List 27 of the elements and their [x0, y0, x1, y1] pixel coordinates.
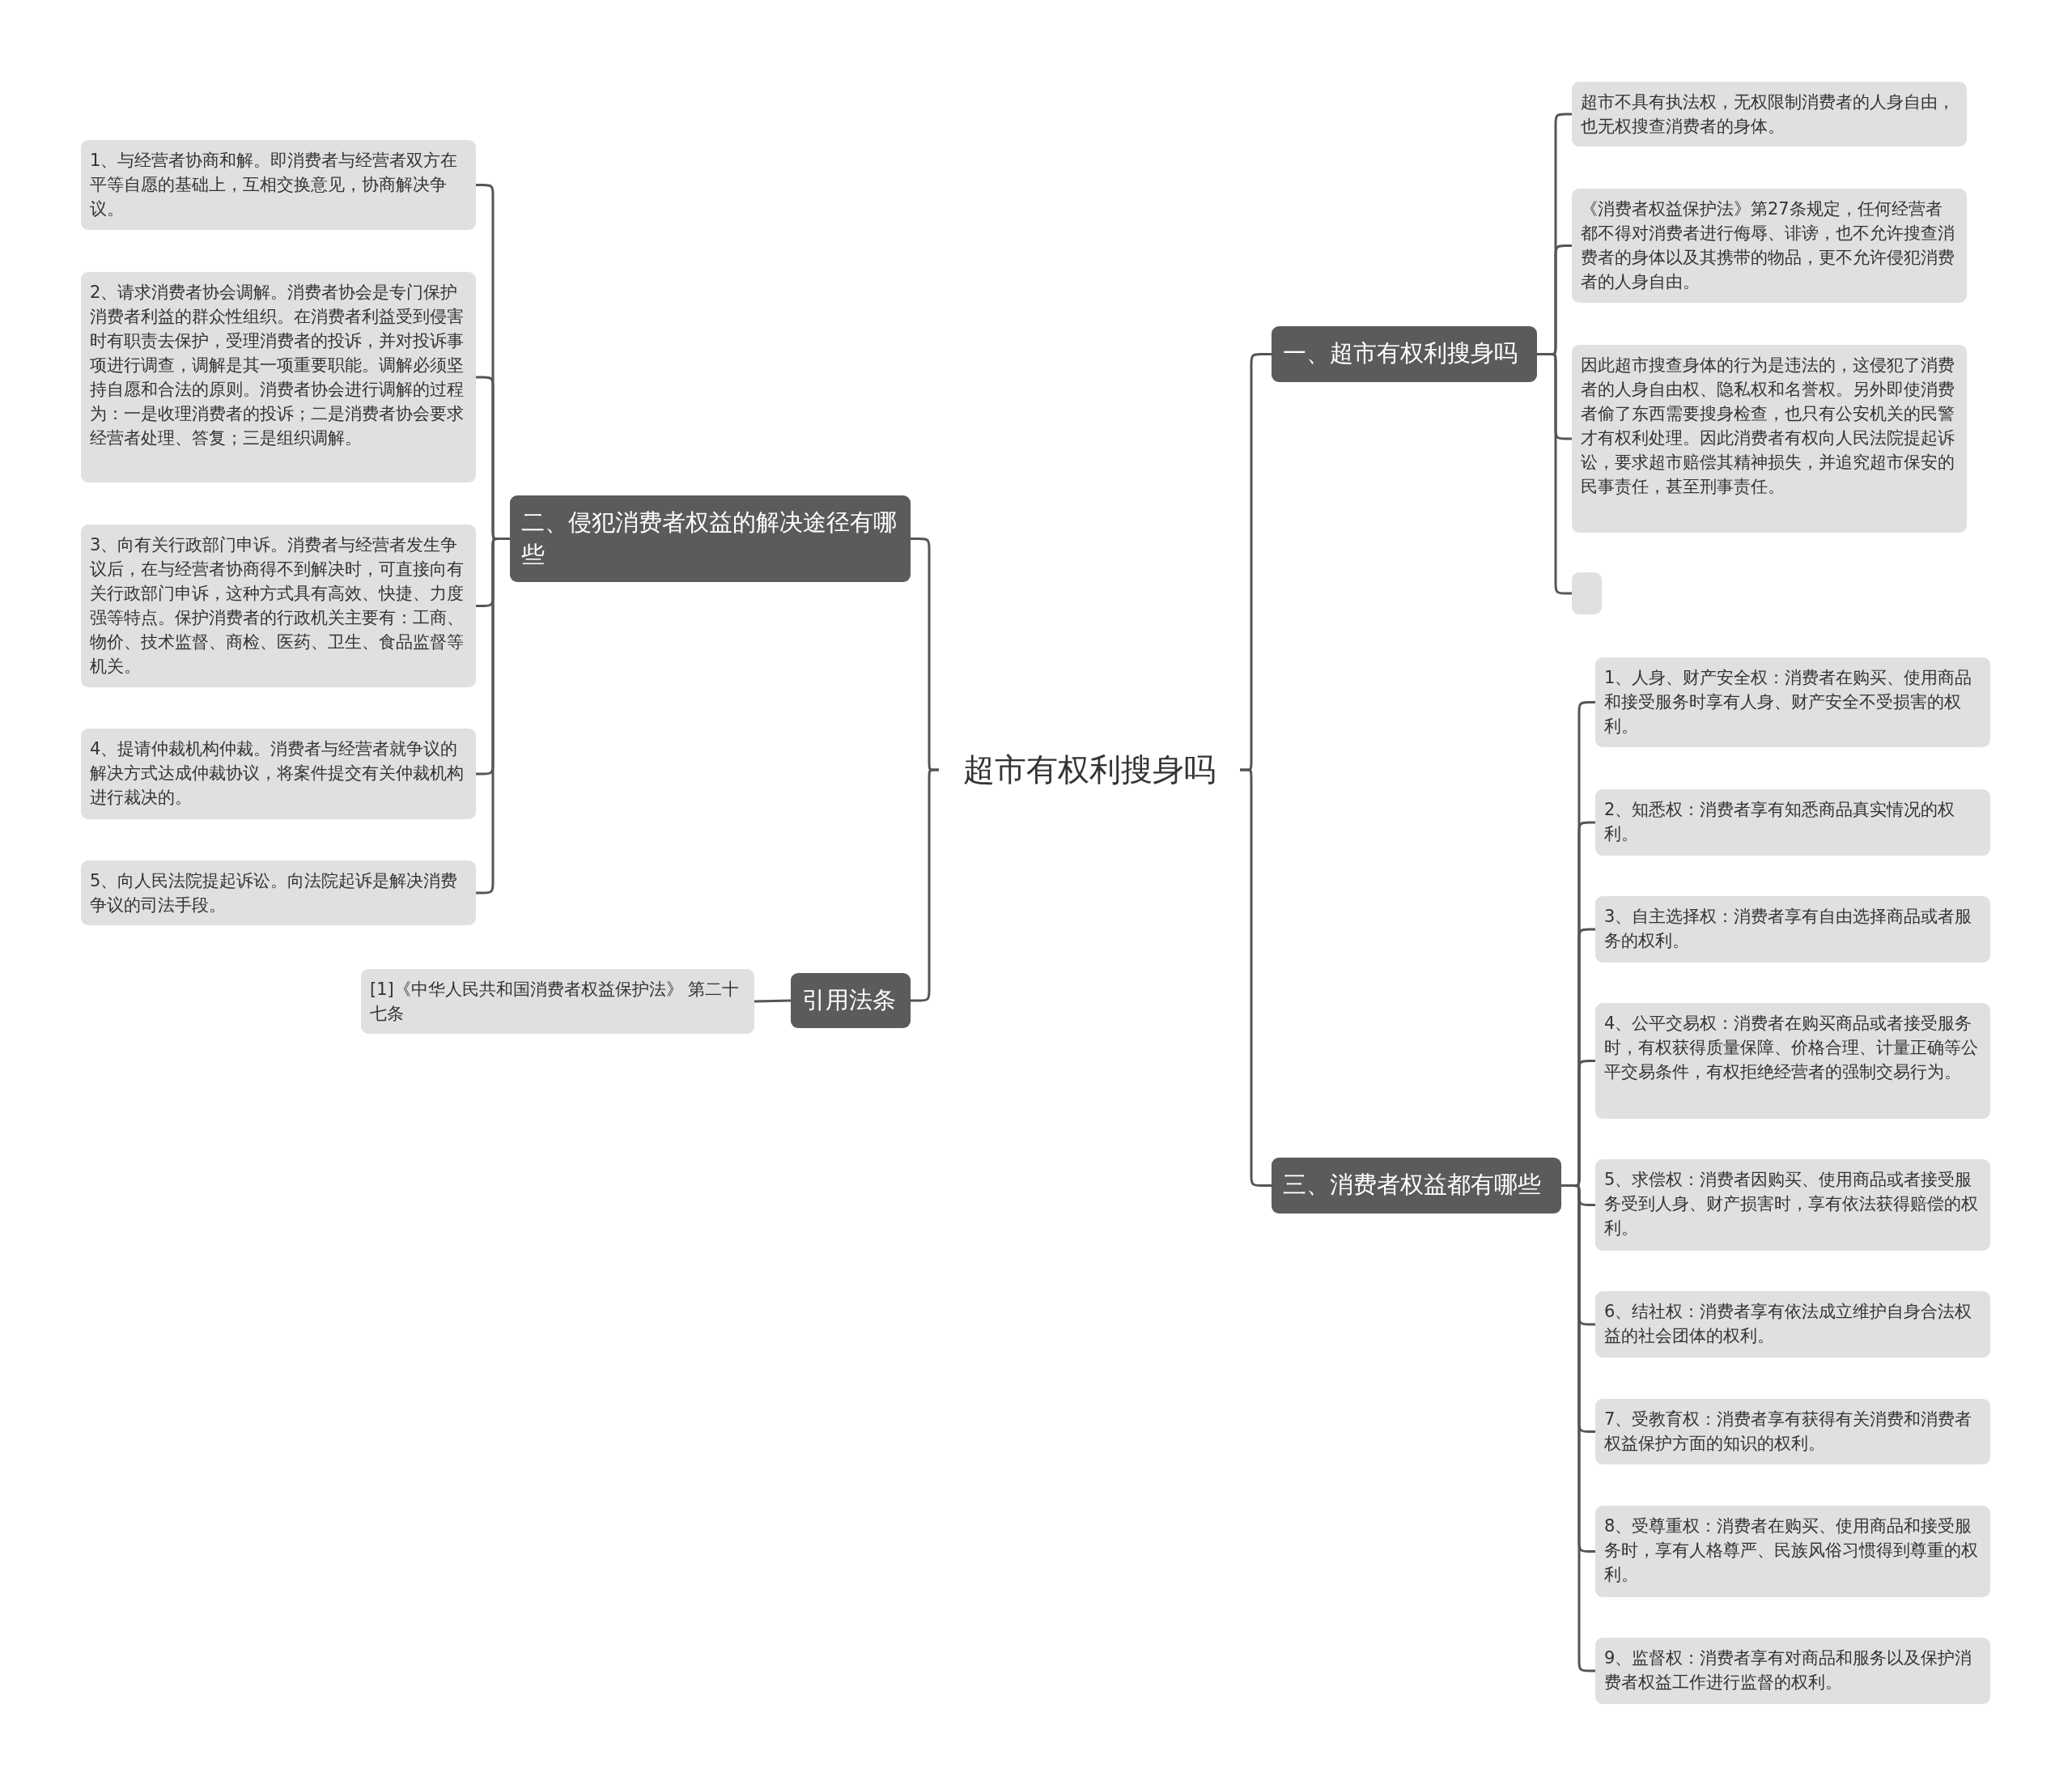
topic-card: 6、结社权：消费者享有依法成立维护自身合法权益的社会团体的权利。 — [1595, 1291, 1990, 1358]
topic-card: 5、求偿权：消费者因购买、使用商品或者接受服务受到人身、财产损害时，享有依法获得赔偿的权利。 — [1595, 1159, 1990, 1251]
branch-topic: 二、侵犯消费者权益的解决途径有哪些 — [510, 495, 911, 582]
branch-topic: 一、超市有权利搜身吗 — [1272, 326, 1537, 382]
topic-card: 2、知悉权：消费者享有知悉商品真实情况的权利。 — [1595, 789, 1990, 856]
connector — [1238, 768, 1273, 1187]
topic-card: 7、受教育权：消费者享有获得有关消费和消费者权益保护方面的知识的权利。 — [1595, 1399, 1990, 1464]
topic-card: 2、请求消费者协会调解。消费者协会是专门保护消费者利益的群众性组织。在消费者利益受到侵害时有职责去保护，受理消费者的投诉，并对投诉事项进行调查，调解是其一项重要职能。调解必须坚持自愿和合法的原则。消费者协会进行调解的过程为：一是收理消费者的投诉；二是消费者协会要求经营者处理、答复；三是组织调解。 — [81, 272, 476, 482]
topic-card: 5、向人民法院提起诉讼。向法院起诉是解决消费争议的司法手段。 — [81, 861, 476, 925]
branch-topic: 三、消费者权益都有哪些 — [1272, 1158, 1561, 1213]
topic-card: 因此超市搜查身体的行为是违法的，这侵犯了消费者的人身自由权、隐私权和名誉权。另外即使消费者偷了东西需要搜身检查，也只有公安机关的民警才有权利处理。因此消费者有权向人民法院提起诉讼，要求超市赔偿其精神损失，并追究超市保安的民事责任，甚至刑事责任。 — [1572, 345, 1967, 533]
topic-card: 超市不具有执法权，无权限制消费者的人身自由，也无权搜查消费者的身体。 — [1572, 82, 1967, 147]
topic-card: 4、提请仲裁机构仲裁。消费者与经营者就争议的解决方式达成仲裁协议，将案件提交有关仲裁机构进行裁决的。 — [81, 729, 476, 819]
branch-topic: 引用法条 — [791, 973, 911, 1028]
topic-card: 9、监督权：消费者享有对商品和服务以及保护消费者权益工作进行监督的权利。 — [1595, 1638, 1990, 1704]
central-topic: 超市有权利搜身吗 — [939, 745, 1240, 795]
topic-card: 3、向有关行政部门申诉。消费者与经营者发生争议后，在与经营者协商得不到解决时，可直接向有关行政部门申诉，这种方式具有高效、快捷、力度强等特点。保护消费者的行政机关主要有：工商、物价、技术监督、商检、医药、卫生、食品监督等机关。 — [81, 525, 476, 687]
topic-card: 1、人身、财产安全权：消费者在购买、使用商品和接受服务时享有人身、财产安全不受损害的权利。 — [1595, 657, 1990, 747]
connector — [909, 768, 940, 1002]
topic-card: 4、公平交易权：消费者在购买商品或者接受服务时，有权获得质量保障、价格合理、计量正确等公平交易条件，有权拒绝经营者的强制交易行为。 — [1595, 1003, 1990, 1119]
connector — [754, 999, 792, 1003]
topic-card: 8、受尊重权：消费者在购买、使用商品和接受服务时，享有人格尊严、民族风俗习惯得到尊重的权利。 — [1595, 1506, 1990, 1597]
topic-card: 1、与经营者协商和解。即消费者与经营者双方在平等自愿的基础上，互相交换意见，协商解决争议。 — [81, 140, 476, 230]
topic-card: 3、自主选择权：消费者享有自由选择商品或者服务的权利。 — [1595, 896, 1990, 963]
topic-card: 《消费者权益保护法》第27条规定，任何经营者都不得对消费者进行侮辱、诽谤，也不允许搜查消费者的身体以及其携带的物品，更不允许侵犯消费者的人身自由。 — [1572, 189, 1967, 303]
empty-topic-card — [1572, 572, 1602, 614]
topic-card: [1]《中华人民共和国消费者权益保护法》 第二十七条 — [361, 969, 754, 1034]
